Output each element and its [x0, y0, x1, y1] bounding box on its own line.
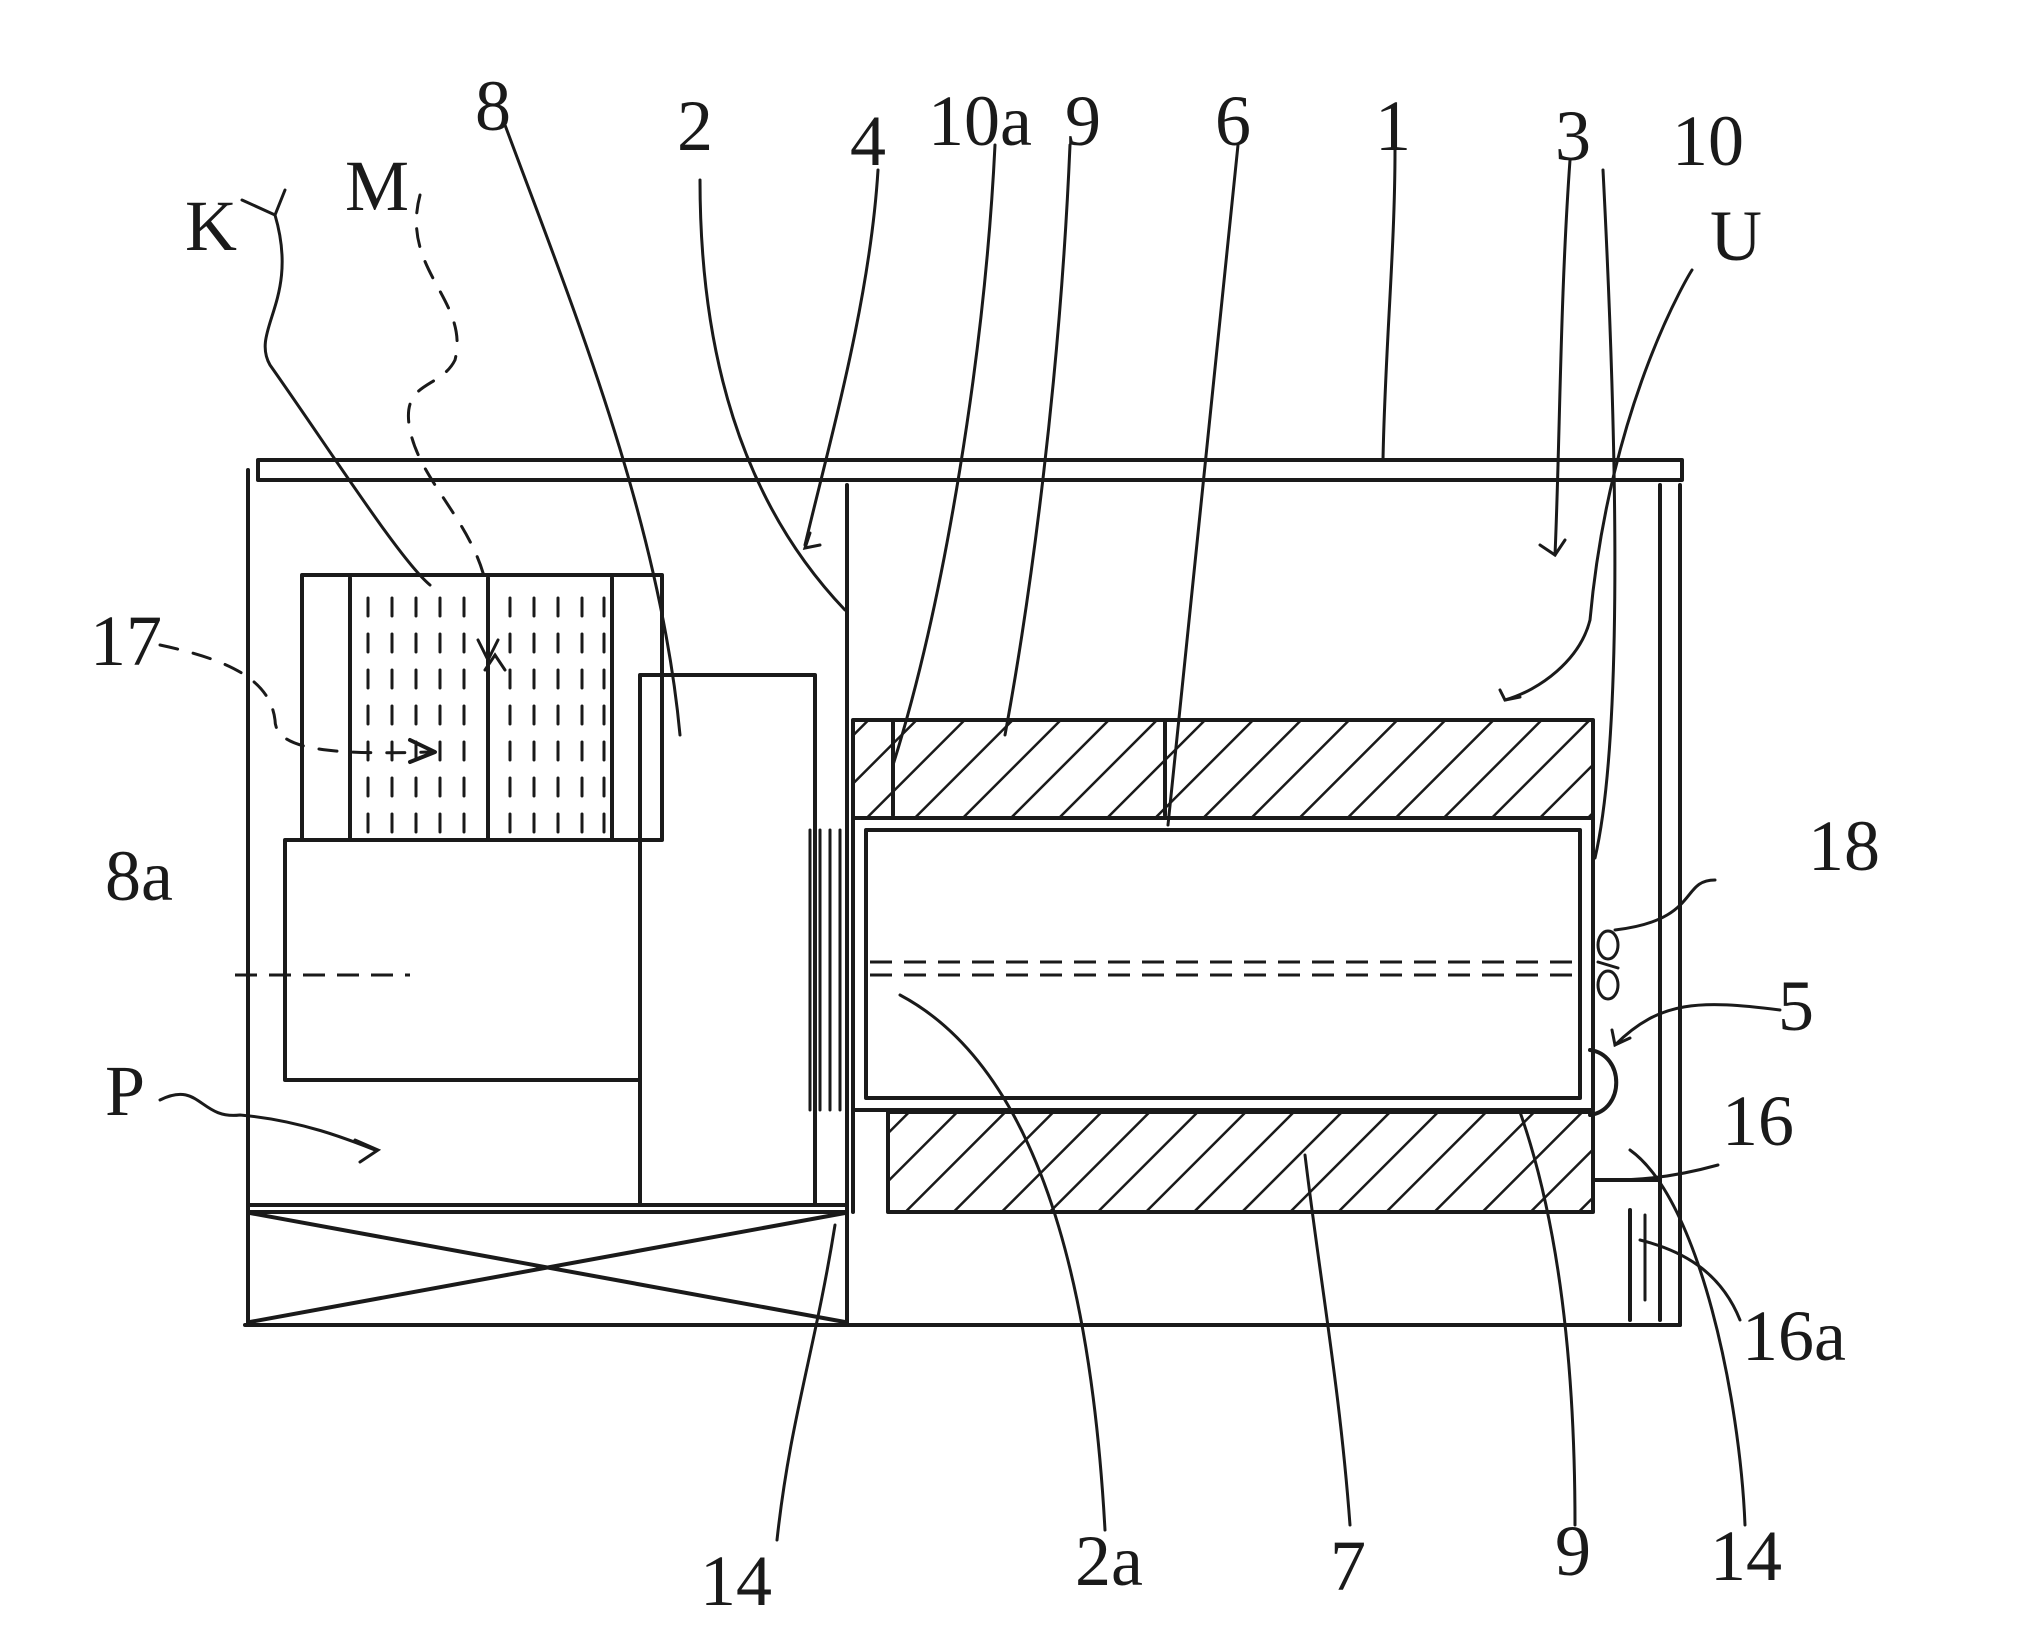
- bracket-16: [1593, 1180, 1660, 1320]
- label-18: 18: [1808, 806, 1880, 886]
- label-4: 4: [850, 101, 886, 181]
- lower-heater-block: [853, 1110, 1593, 1212]
- label-K: K: [185, 186, 237, 266]
- blower-box-8: [640, 675, 815, 1205]
- wing-nut-18: [1598, 931, 1618, 999]
- label-P: P: [105, 1051, 145, 1131]
- label-U: U: [1710, 196, 1762, 276]
- reference-labels: 1 2 2a 3 4 5 6 7 8 8a 9 9 10 10a 14 14 1…: [90, 66, 1880, 1621]
- label-16: 16: [1722, 1081, 1794, 1161]
- label-10a: 10a: [928, 81, 1032, 161]
- label-3: 3: [1555, 96, 1591, 176]
- label-10: 10: [1672, 101, 1744, 181]
- label-2: 2: [677, 86, 713, 166]
- label-M: M: [345, 146, 409, 226]
- filter-unit: [302, 575, 662, 840]
- label-17: 17: [90, 601, 162, 681]
- flow-arrow-17: [160, 645, 430, 753]
- label-9-top: 9: [1065, 81, 1101, 161]
- crossed-base-box: [250, 1213, 845, 1322]
- upper-heater-block: [853, 720, 1593, 818]
- label-8a: 8a: [105, 836, 173, 916]
- lower-box: [285, 840, 640, 1080]
- cylinder-chamber: [853, 818, 1593, 1110]
- label-8: 8: [475, 66, 511, 146]
- label-16a: 16a: [1742, 1296, 1846, 1376]
- label-5: 5: [1778, 966, 1814, 1046]
- label-7: 7: [1330, 1526, 1366, 1606]
- label-14-right: 14: [1710, 1516, 1782, 1596]
- label-1: 1: [1375, 86, 1411, 166]
- label-6: 6: [1215, 81, 1251, 161]
- label-2a: 2a: [1075, 1521, 1143, 1601]
- flow-arrow-M: [408, 195, 485, 580]
- label-9-bottom: 9: [1555, 1511, 1591, 1591]
- leader-lines: [160, 125, 1780, 1540]
- label-14-left: 14: [700, 1541, 772, 1621]
